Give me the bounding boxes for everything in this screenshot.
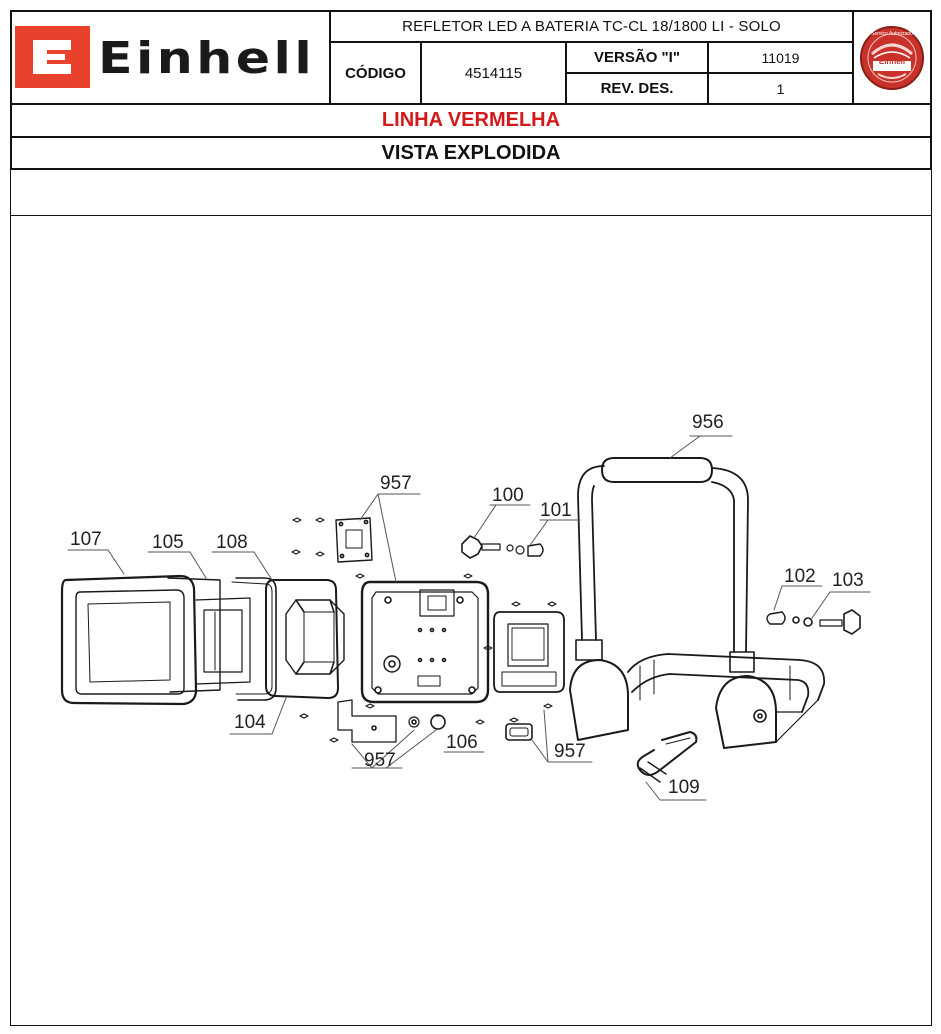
version-value: 11019 <box>761 49 800 66</box>
callout-957-right: 957 <box>554 741 586 762</box>
revision-label: REV. DES. <box>600 80 674 97</box>
drawing-area <box>10 215 932 1026</box>
divider <box>10 136 932 138</box>
callout-109: 109 <box>668 777 700 798</box>
divider <box>329 10 331 105</box>
revision-value: 1 <box>776 80 785 97</box>
authorized-service-badge: Einhell Serviço Autorizado <box>854 12 930 103</box>
part-104-led-housing <box>265 579 345 699</box>
part-102-bushing <box>766 611 786 625</box>
part-main-housing <box>360 580 490 704</box>
callout-105: 105 <box>152 532 184 553</box>
divider <box>852 10 854 105</box>
product-line-banner: LINHA VERMELHA <box>381 109 561 131</box>
badge-brand-text: Einhell <box>878 57 906 66</box>
part-956-handle-frame <box>569 457 825 749</box>
product-title: REFLETOR LED A BATERIA TC-CL 18/1800 LI … <box>402 18 781 35</box>
part-109-strap <box>636 731 698 783</box>
callout-leaders <box>67 435 871 801</box>
divider <box>420 41 422 105</box>
part-105-lens <box>167 577 251 693</box>
callout-100: 100 <box>492 485 524 506</box>
callout-957-bottom: 957 <box>364 750 396 771</box>
part-103-knob <box>792 609 861 635</box>
view-type-banner: VISTA EXPLODIDA <box>381 142 561 164</box>
callout-107: 107 <box>70 529 102 550</box>
callout-104: 104 <box>234 712 266 733</box>
brand-name: Einhell <box>98 32 316 84</box>
part-101-bushing <box>506 543 544 557</box>
callout-103: 103 <box>832 570 864 591</box>
code-label: CÓDIGO <box>345 64 406 82</box>
callout-108: 108 <box>216 532 248 553</box>
divider <box>565 72 853 74</box>
callout-102: 102 <box>784 566 816 587</box>
code-value: 4514115 <box>464 64 523 82</box>
callout-101: 101 <box>540 500 572 521</box>
callout-956: 956 <box>692 412 724 433</box>
part-957-plate-top <box>335 517 373 563</box>
header-table <box>10 10 932 170</box>
part-957-seal <box>505 723 533 741</box>
version-label: VERSÃO "I" <box>594 49 680 66</box>
divider <box>707 41 709 105</box>
badge-seal-icon <box>860 25 924 90</box>
divider <box>329 41 853 43</box>
brand-logo-icon <box>33 40 71 74</box>
callout-957-top: 957 <box>380 473 412 494</box>
divider <box>565 41 567 105</box>
brand-wordmark: Einhell <box>98 28 323 88</box>
part-100-knob <box>461 535 501 559</box>
part-107-lens-frame <box>60 574 198 706</box>
part-957-screws <box>291 517 557 743</box>
part-957-bracket-bottom <box>337 699 397 743</box>
part-108-gasket <box>231 577 277 701</box>
part-battery-adapter <box>493 611 565 693</box>
badge-caption: Serviço Autorizado <box>871 31 913 37</box>
callout-labels: 956 957 100 101 107 105 108 102 103 104 … <box>70 412 864 798</box>
divider <box>10 103 932 105</box>
brand-logo-mark <box>15 26 90 88</box>
callout-106: 106 <box>446 732 478 753</box>
part-106-switch <box>408 714 446 730</box>
